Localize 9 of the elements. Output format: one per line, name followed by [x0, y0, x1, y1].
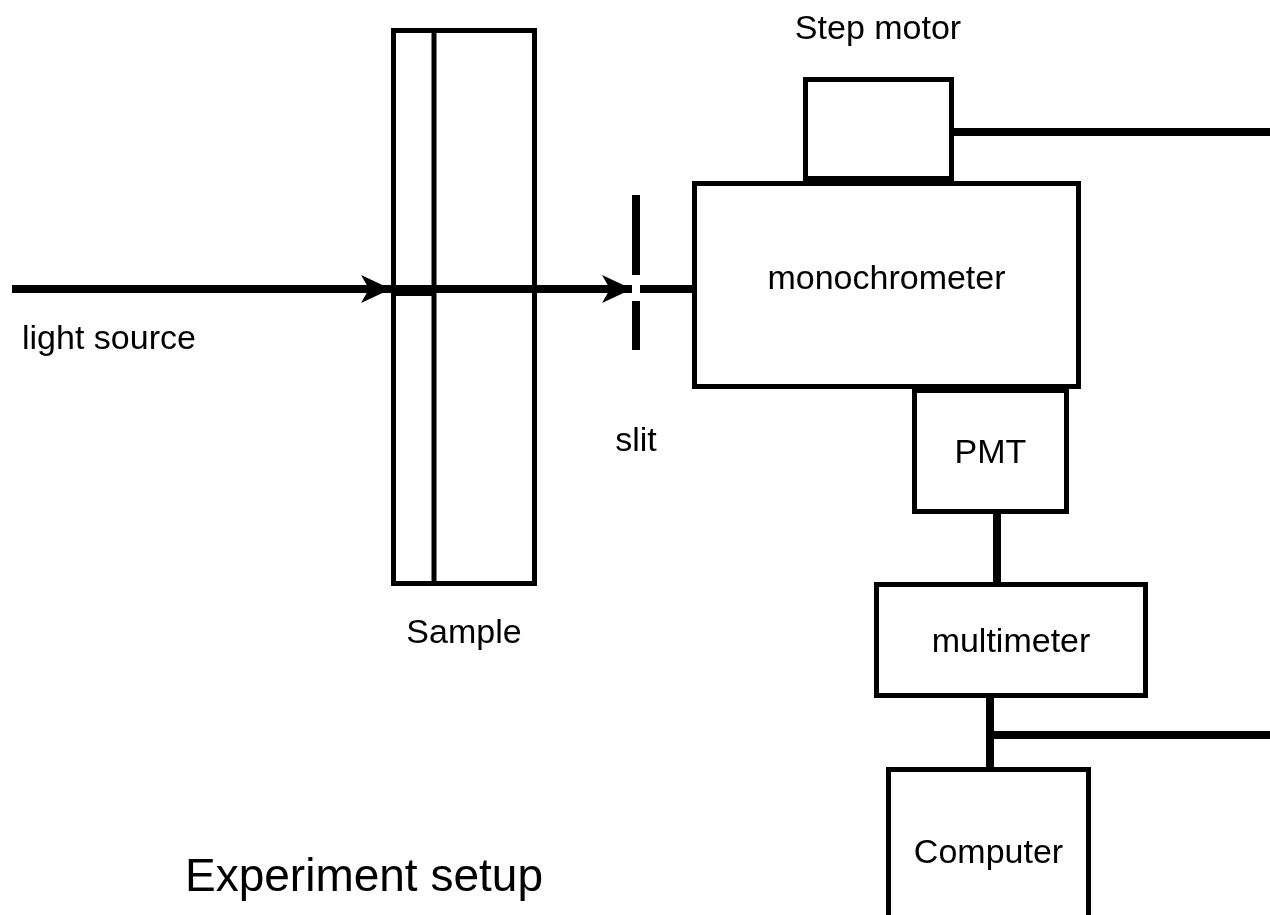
device-box: PMT — [912, 388, 1069, 514]
light-source-label: light source — [22, 318, 196, 357]
device-box: monochrometer — [692, 181, 1081, 389]
diagram-title: Experiment setup — [185, 848, 543, 902]
device-box: Computer — [886, 767, 1091, 915]
device-box: multimeter — [874, 582, 1148, 698]
component-label: Step motor — [793, 8, 963, 47]
part-label: Sample — [405, 612, 523, 651]
part-label: slit — [614, 420, 658, 459]
